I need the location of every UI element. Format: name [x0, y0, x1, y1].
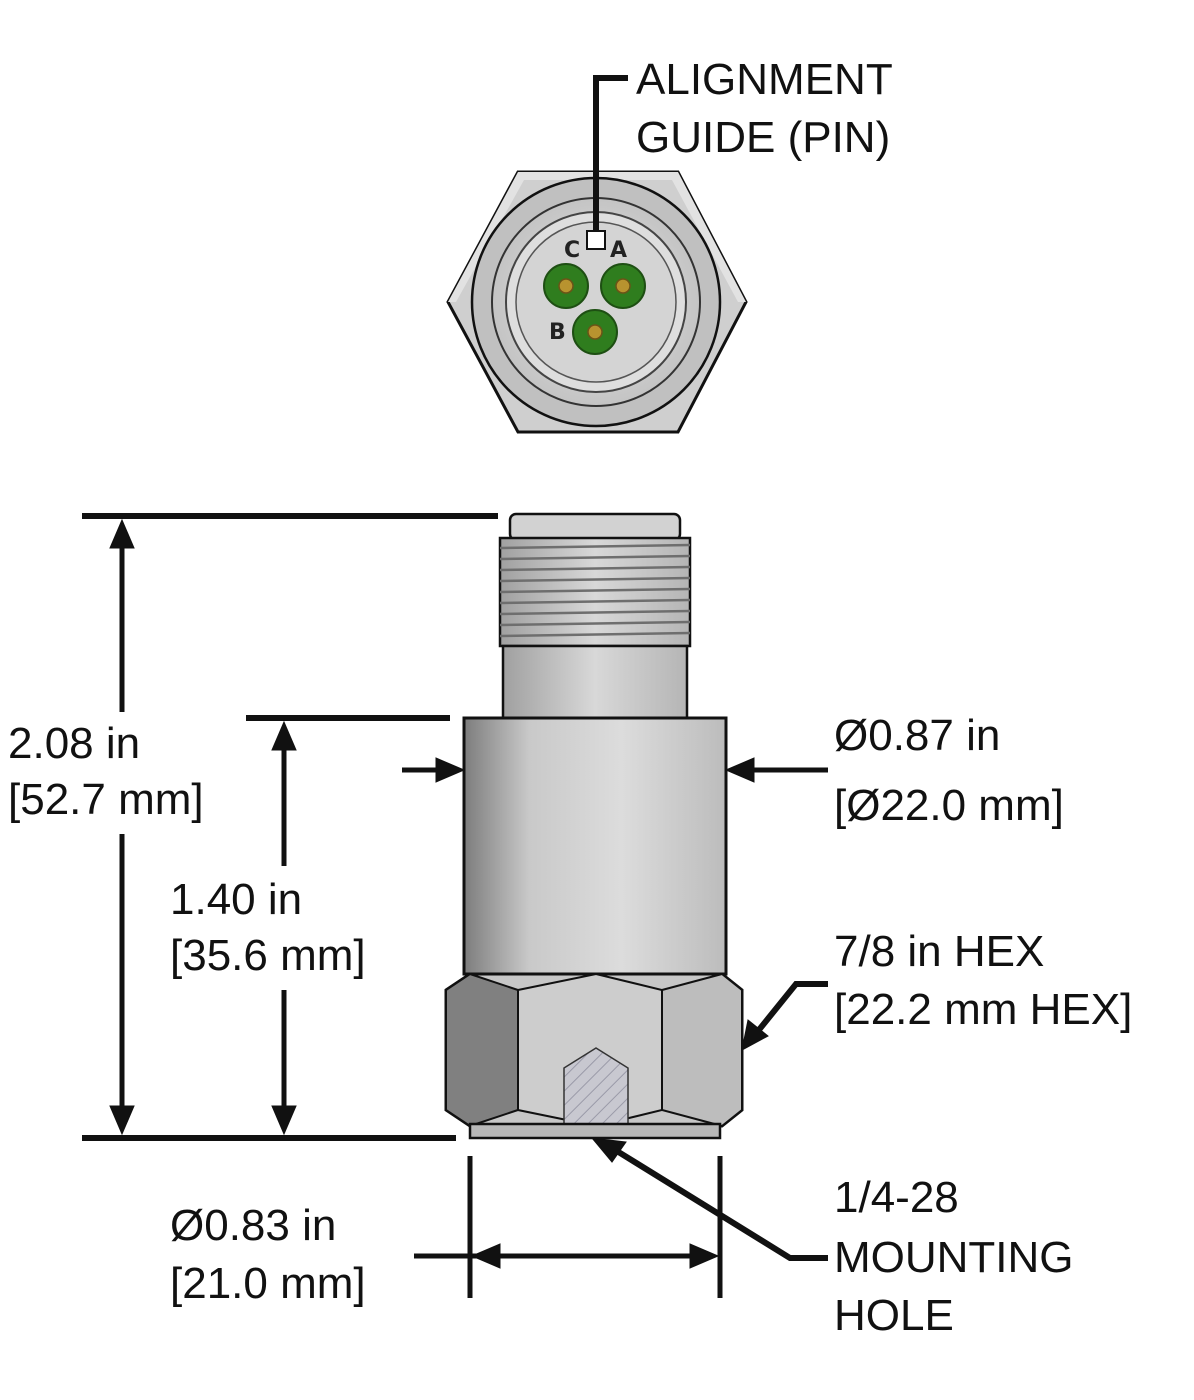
body-height-mm: [35.6 mm] [170, 931, 366, 980]
body-diameter-in: Ø0.87 in [834, 711, 1001, 760]
sensor-side-view [444, 512, 744, 1140]
hex-size-in: 7/8 in HEX [834, 927, 1045, 976]
sensor-body [462, 716, 728, 976]
hex-leader-line [751, 981, 828, 1038]
hex-face-left [445, 972, 519, 1128]
pin-b [572, 309, 618, 355]
mount-leader-line [610, 1145, 828, 1261]
total-height-mm: [52.7 mm] [8, 775, 204, 824]
connector-cap [508, 512, 682, 542]
dimension-lines [82, 513, 828, 1298]
pin-a [600, 263, 646, 309]
alignment-leader-line [593, 75, 628, 231]
neck-section [501, 644, 689, 720]
hex-size-mm: [22.2 mm HEX] [834, 985, 1133, 1034]
alignment-label-line1: ALIGNMENT [636, 55, 893, 104]
alignment-label-line2: GUIDE (PIN) [636, 113, 891, 162]
hex-face-right [661, 972, 743, 1128]
mounting-hole-line3: HOLE [834, 1291, 954, 1340]
body-height-in: 1.40 in [170, 875, 303, 924]
base-diameter-mm: [21.0 mm] [170, 1259, 366, 1308]
body-diameter-mm: [Ø22.0 mm] [834, 781, 1064, 830]
base-flange [468, 1122, 722, 1140]
pin-label-a: A [610, 238, 628, 263]
mounting-hole-thread: 1/4-28 [834, 1173, 959, 1222]
base-diameter-in: Ø0.83 in [170, 1201, 337, 1250]
pin-label-b: B [549, 320, 566, 345]
mounting-hole-line2: MOUNTING [834, 1233, 1074, 1282]
total-height-in: 2.08 in [8, 719, 141, 768]
connector-top-view [446, 170, 748, 434]
pin-c [543, 263, 589, 309]
alignment-guide-pin [586, 230, 606, 250]
pin-label-c: C [564, 238, 581, 263]
thread-lines [499, 543, 691, 638]
